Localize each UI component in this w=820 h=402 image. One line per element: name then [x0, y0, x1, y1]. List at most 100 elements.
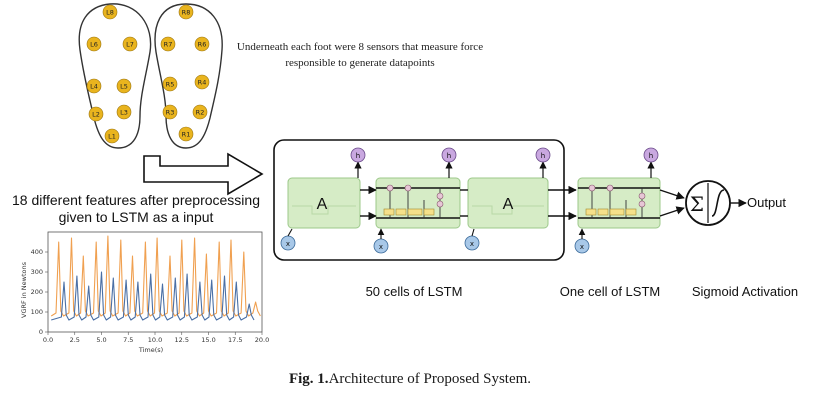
lstm-cell-a-left-label: A [317, 196, 328, 213]
figure-caption: Fig. 1.Architecture of Proposed System. [0, 371, 820, 388]
chart-series-line-2 [51, 271, 255, 321]
sensor-label-r2: R2 [196, 109, 205, 117]
lstm-final-cell-internals [578, 184, 660, 219]
input-note-line2: given to LSTM as a input [59, 209, 214, 225]
sensor-label-r5: R5 [166, 81, 175, 89]
h-final-node: h [643, 147, 659, 178]
chart-xtick-label: 15.0 [201, 336, 215, 344]
sensor-left-l3 [116, 104, 132, 120]
chart-ytick-label: 300 [31, 268, 43, 276]
sensor-label-l7: L7 [126, 41, 134, 49]
lstm-final-cell [577, 177, 661, 229]
h-prev-node: h [350, 147, 366, 178]
sensor-left-l5 [116, 78, 132, 94]
sensor-label-l3: L3 [120, 109, 128, 117]
h-t-node: h [441, 147, 457, 178]
chart-xtick-label: 10.0 [148, 336, 162, 344]
svg-text:h: h [649, 152, 653, 160]
x-final-node: x [574, 228, 590, 254]
svg-text:h: h [541, 152, 545, 160]
sensor-right-r5 [162, 76, 178, 92]
sensor-label-r8: R8 [182, 9, 191, 17]
sensor-left-l2 [88, 106, 104, 122]
sigmoid-curve-icon [711, 189, 725, 217]
foot-note-line2: responsible to generate datapoints [285, 57, 434, 69]
link-to-sigmoid-bottom [659, 206, 685, 217]
h-next-node: h [535, 147, 551, 178]
sensor-right-r8 [178, 4, 194, 20]
sensor-label-r4: R4 [198, 79, 207, 87]
lstm-cell-expanded [375, 177, 461, 229]
svg-text:x: x [470, 240, 474, 248]
chart-xtick-label: 20.0 [255, 336, 269, 344]
lstm-cell-expanded-internals [376, 184, 460, 219]
chart-axes: 0.0 2.5 5.0 7.5 10.0 12.5 15.0 17.5 20.0 0 100 200 3… [31, 231, 269, 344]
link-to-sigmoid-top [659, 189, 685, 200]
chart-series-line-1 [50, 235, 261, 317]
output-label: Output [747, 195, 786, 210]
chart-series-group [50, 235, 261, 321]
foot-note-line1: Underneath each foot were 8 sensors that… [237, 41, 483, 53]
chart-ytick-label: 400 [31, 248, 43, 256]
chart-xtick-label: 0.0 [43, 336, 53, 344]
sensor-right-r7 [160, 36, 176, 52]
chart-xtick-label: 5.0 [96, 336, 106, 344]
x-prev-node: x [280, 228, 296, 251]
chart-xlabel: Time(s) [138, 346, 163, 354]
sensor-label-l6: L6 [90, 41, 98, 49]
lstm-cell-a-right [467, 177, 549, 229]
sensor-label-l2: L2 [92, 111, 100, 119]
sensor-left-l6 [86, 36, 102, 52]
sensor-right-r3 [162, 104, 178, 120]
left-foot [78, 3, 152, 149]
sensor-right-r2 [192, 104, 208, 120]
sensor-label-l8: L8 [106, 9, 114, 17]
label-50-cells: 50 cells of LSTM [366, 284, 463, 299]
sensor-left-l7 [122, 36, 138, 52]
caption-prefix: Fig. 1. [288, 371, 329, 387]
input-note-line1: 18 different features after preprocessin… [12, 192, 260, 208]
x-t-node: x [373, 228, 389, 254]
label-sigmoid: Sigmoid Activation [692, 284, 798, 299]
cell-a-left-inner-lines [292, 205, 356, 215]
svg-text:x: x [580, 243, 584, 251]
sensor-right-r4 [194, 74, 210, 90]
lstm-cell-a-left [287, 177, 361, 229]
svg-text:x: x [286, 240, 290, 248]
chart-ytick-label: 0 [39, 328, 43, 336]
svg-text:h: h [356, 152, 360, 160]
chart-ylabel: VGRF in Newtons [20, 261, 28, 318]
sum-symbol: Σ [690, 192, 704, 216]
lstm-cell-a-right-label: A [503, 196, 514, 213]
chart-xtick-label: 17.5 [228, 336, 242, 344]
sigmoid-node: Σ [685, 180, 731, 226]
label-one-cell: One cell of LSTM [560, 284, 660, 299]
x-next-node: x [464, 228, 480, 251]
sensor-label-r7: R7 [164, 41, 173, 49]
sensor-label-l4: L4 [90, 83, 98, 91]
sensor-left-l4 [86, 78, 102, 94]
chart-ytick-label: 200 [31, 288, 43, 296]
sensor-right-r1 [178, 126, 194, 142]
sensor-label-r6: R6 [198, 41, 207, 49]
svg-text:x: x [379, 243, 383, 251]
vgrf-chart: 0.0 2.5 5.0 7.5 10.0 12.5 15.0 17.5 20.0 0 100 200 3… [20, 231, 269, 354]
chart-ytick-label: 100 [31, 308, 43, 316]
chart-xtick-label: 12.5 [175, 336, 189, 344]
caption-text: Architecture of Proposed System. [328, 371, 532, 387]
svg-text:h: h [447, 152, 451, 160]
sensor-left-l1 [104, 128, 120, 144]
chart-xtick-label: 2.5 [70, 336, 80, 344]
chart-xtick-label: 7.5 [123, 336, 133, 344]
sensor-left-l8 [102, 4, 118, 20]
sensor-label-r3: R3 [166, 109, 175, 117]
input-flow-arrow [143, 152, 264, 196]
sensor-label-l5: L5 [120, 83, 128, 91]
sensor-label-l1: L1 [108, 133, 116, 141]
sensor-right-r6 [194, 36, 210, 52]
sensor-label-r1: R1 [182, 131, 191, 139]
cell-a-right-inner-lines [472, 205, 544, 215]
right-foot [154, 3, 223, 149]
